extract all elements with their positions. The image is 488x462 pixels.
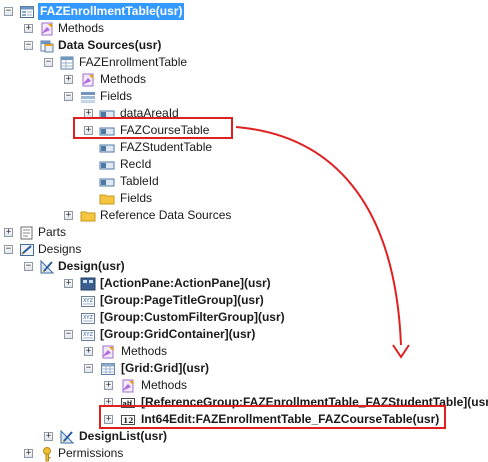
group-icon: XYZ [81,296,95,307]
design-icon [40,259,55,274]
gc-methods-label: Methods [121,344,168,358]
collapse-toggle[interactable]: − [24,40,33,50]
svg-text:XYZ: XYZ [83,332,93,338]
field-tableid-label: TableId [120,174,159,188]
datasources-icon [40,40,54,53]
form-icon [20,6,34,18]
grid-icon [101,363,115,375]
permissions-label: Permissions [58,446,124,460]
ds-methods-label: Methods [100,72,147,86]
field-icon [99,178,115,187]
design-label: Design(usr) [58,259,125,273]
methods-icon [41,22,53,36]
ds-table-label: FAZEnrollmentTable [79,55,188,69]
methods-label: Methods [58,21,105,35]
collapse-toggle[interactable]: − [44,57,53,67]
collapse-toggle[interactable]: − [4,244,13,254]
parts-icon [20,226,33,240]
fields-folder-label: Fields [120,191,153,205]
svg-text:12: 12 [123,416,133,425]
grid-methods-label: Methods [141,378,188,392]
fields-icon [81,92,95,103]
collapse-toggle[interactable]: − [64,91,73,101]
actionpane-label: [ActionPane:ActionPane](usr) [100,276,271,290]
field-dataareaid-label: dataAreaId [120,106,179,120]
group-customfilter-label: [Group:CustomFilterGroup](usr) [100,310,285,324]
int64edit-label: Int64Edit:FAZEnrollmentTable_FAZCourseTa… [141,412,440,426]
collapse-toggle[interactable]: − [24,261,33,271]
designs-label: Designs [38,242,82,256]
svg-text:XYZ: XYZ [83,298,93,304]
expand-toggle[interactable]: + [4,227,13,237]
field-icon [99,144,115,153]
designlist-label: DesignList(usr) [79,429,168,443]
expand-toggle[interactable]: + [64,278,73,288]
methods-icon [82,73,94,87]
table-icon [60,56,74,70]
expand-toggle[interactable]: + [84,346,93,356]
svg-text:ab: ab [123,400,132,408]
field-course-label: FAZCourseTable [120,123,210,137]
group-icon: XYZ [81,313,95,324]
field-student-label: FAZStudentTable [120,140,213,154]
group-icon: XYZ [81,330,95,341]
data-sources-label: Data Sources(usr) [58,38,162,52]
ref-ds-label: Reference Data Sources [100,208,232,222]
folder-icon [80,211,96,222]
grid-label: [Grid:Grid](usr) [121,361,209,375]
parts-label: Parts [38,225,67,239]
root-label: FAZEnrollmentTable(usr) [38,3,185,20]
ds-fields-label: Fields [100,89,133,103]
methods-icon [102,345,114,359]
collapse-toggle[interactable]: − [4,6,13,16]
expand-toggle[interactable]: + [64,210,73,220]
field-icon [99,161,115,170]
svg-text:XYZ: XYZ [83,315,93,321]
collapse-toggle[interactable]: − [84,363,93,373]
expand-toggle[interactable]: + [64,74,73,84]
design-icon [60,429,75,444]
actionpane-icon [80,277,96,291]
expand-toggle[interactable]: + [104,380,113,390]
expand-toggle[interactable]: + [44,431,53,441]
group-pagetitle-label: [Group:PageTitleGroup](usr) [100,293,264,307]
collapse-toggle[interactable]: − [64,329,73,339]
expand-toggle[interactable]: + [24,23,33,33]
designs-icon [20,244,34,256]
expand-toggle[interactable]: + [24,448,33,458]
permissions-icon [43,447,51,462]
expand-toggle[interactable]: + [104,414,113,424]
group-gridcontainer-label: [Group:GridContainer](usr) [100,327,256,341]
field-recid-label: RecId [120,157,152,171]
expand-toggle[interactable]: + [84,125,93,135]
int64-icon: 12 [121,415,135,425]
folder-icon [99,194,115,205]
field-icon [99,127,115,136]
methods-icon [122,379,134,393]
